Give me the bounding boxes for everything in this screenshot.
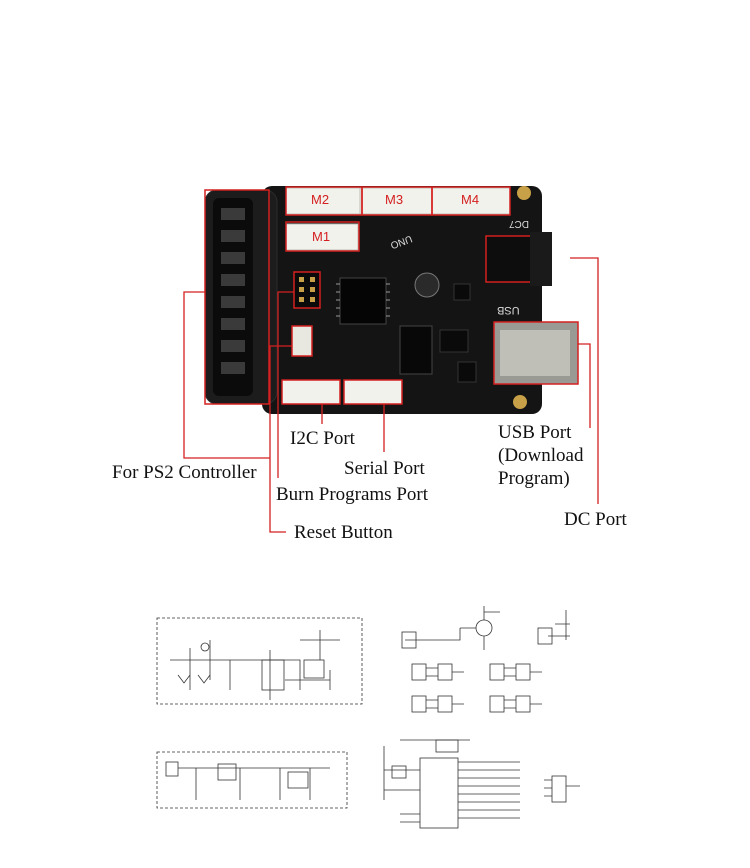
schematic-diagrams [156,606,580,829]
screw-bottom [513,395,527,409]
screw-top [517,186,531,200]
ps2-controller-label: For PS2 Controller [112,462,257,483]
schematic-box-top-left [156,617,363,705]
schematic-box-bottom-left [156,751,348,809]
usb-port-label: USB Port (Download Program) [498,421,583,490]
usb-port-label-line3: Program) [498,468,570,489]
silkscreen-dc: DC7 [509,218,530,229]
i2c-port-label: I2C Port [290,428,355,449]
motor-port-m3: M3 [385,192,404,207]
usb-connector [493,321,579,385]
motor-port-m4: M4 [461,192,480,207]
usb-port-label-line2: (Download [498,445,584,466]
capacitor [414,272,440,298]
burn-programs-port-label: Burn Programs Port [276,484,428,505]
reset-button-part [291,325,313,357]
reset-button-label: Reset Button [294,522,393,543]
burn-program-header [293,271,321,309]
i2c-header [281,379,341,405]
callout-lines [183,257,599,533]
serial-port-label: Serial Port [344,458,425,479]
serial-header [343,379,403,405]
silkscreen-usb: USB [497,304,520,316]
driver-ic [399,325,433,375]
controller-board-photo [183,186,599,533]
motor-callout-boxes [285,186,511,252]
usb-port-label-line1: USB Port [498,422,572,443]
mcu-chip [336,277,390,325]
dc-jack [485,232,552,286]
ps2-connector [204,189,278,405]
motor-port-m1: M1 [312,229,331,244]
ps2-callout-box [204,189,270,405]
dc-port-label: DC Port [564,509,627,530]
motor-port-m2: M2 [311,192,330,207]
